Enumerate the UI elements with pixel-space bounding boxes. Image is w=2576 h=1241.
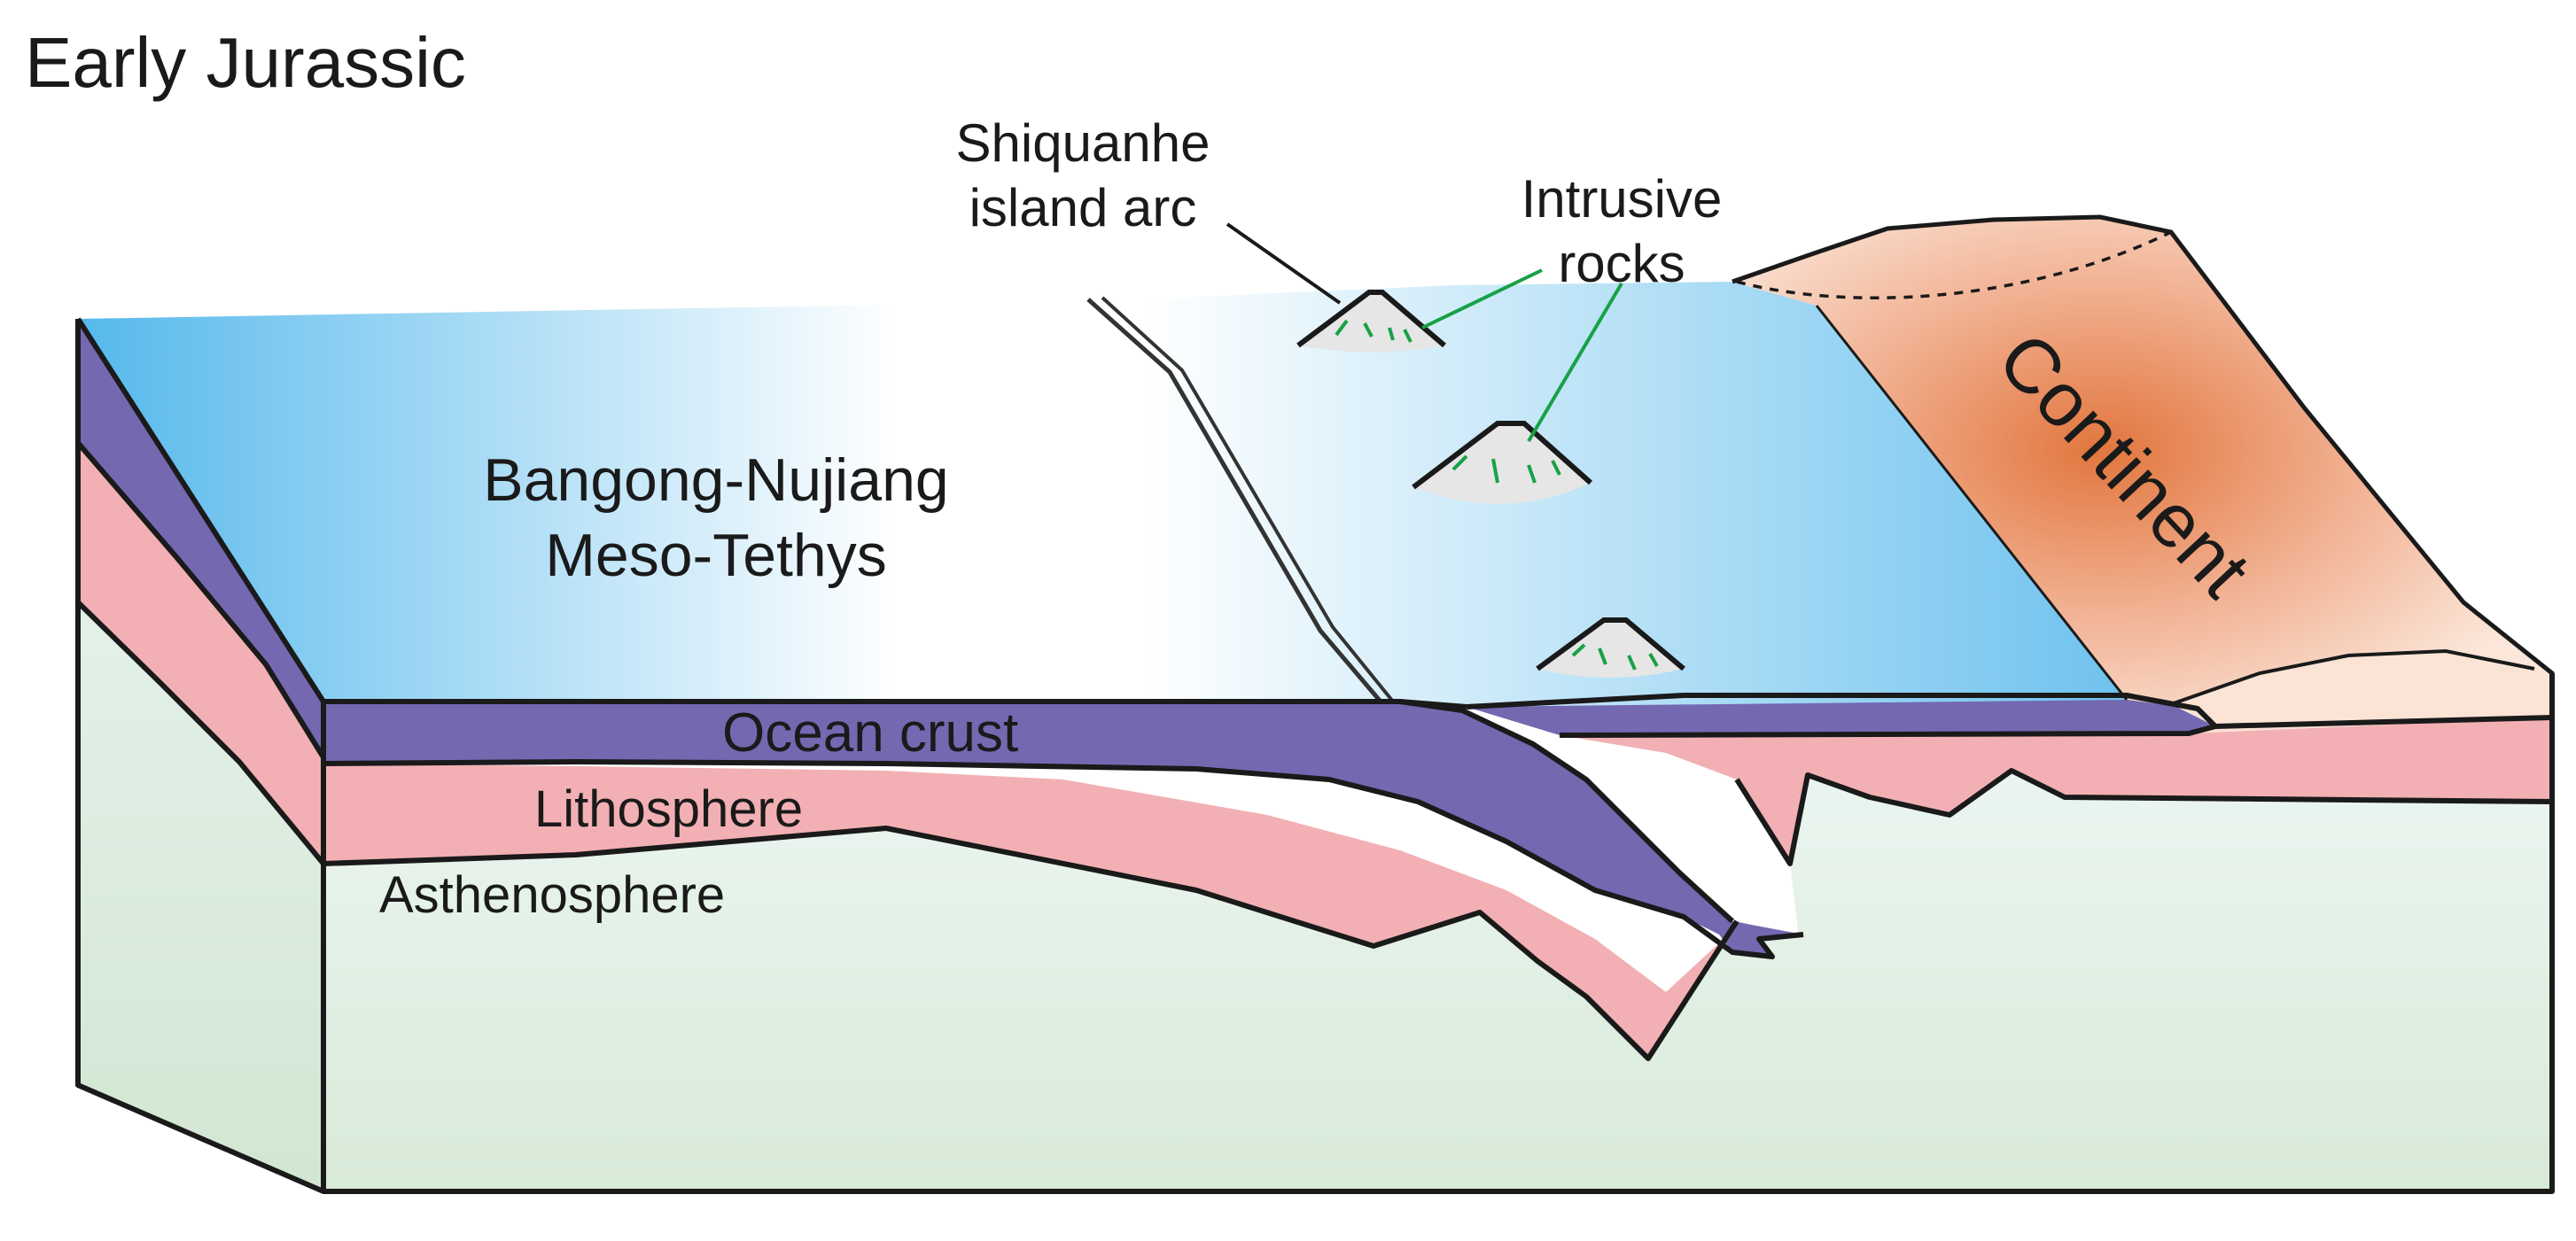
island-arc-leader [1226,222,1342,305]
asthenosphere-label: Asthenosphere [379,866,725,924]
intrusive-label-line2: rocks [1558,234,1685,293]
ocean-crust-side [78,319,323,757]
intrusive-rocks-marks [1335,319,1659,671]
ocean-surface [78,282,2127,707]
lithosphere-side [78,443,323,864]
block-outline [75,317,2555,1194]
asthenosphere-side [78,602,323,1191]
continent [1732,217,2552,733]
ocean-crust-label: Ocean crust [722,702,1018,764]
page-title: Early Jurassic [25,23,466,102]
asthenosphere-front [323,771,2552,1191]
island-arc-label-line1: Shiquanhe [956,113,1210,173]
intrusive-leader-2 [1527,282,1623,443]
island-arc-label-line2: island arc [969,178,1197,237]
continent-edge-bulge [2171,651,2552,726]
island-bottom [1536,617,1685,678]
ocean-label-line2: Meso-Tethys [545,522,886,589]
ocean-crust-front [323,702,1803,957]
lithosphere-front [323,764,1799,1059]
trench-line [1086,298,1382,703]
overriding-crust [1467,695,2215,735]
island-middle [1412,421,1592,504]
intrusive-label-line1: Intrusive [1521,169,1723,229]
lithosphere-label: Lithosphere [534,780,803,838]
ocean-label-line1: Bangong-Nujiang [483,446,949,514]
intrusive-leader-1 [1421,268,1543,330]
